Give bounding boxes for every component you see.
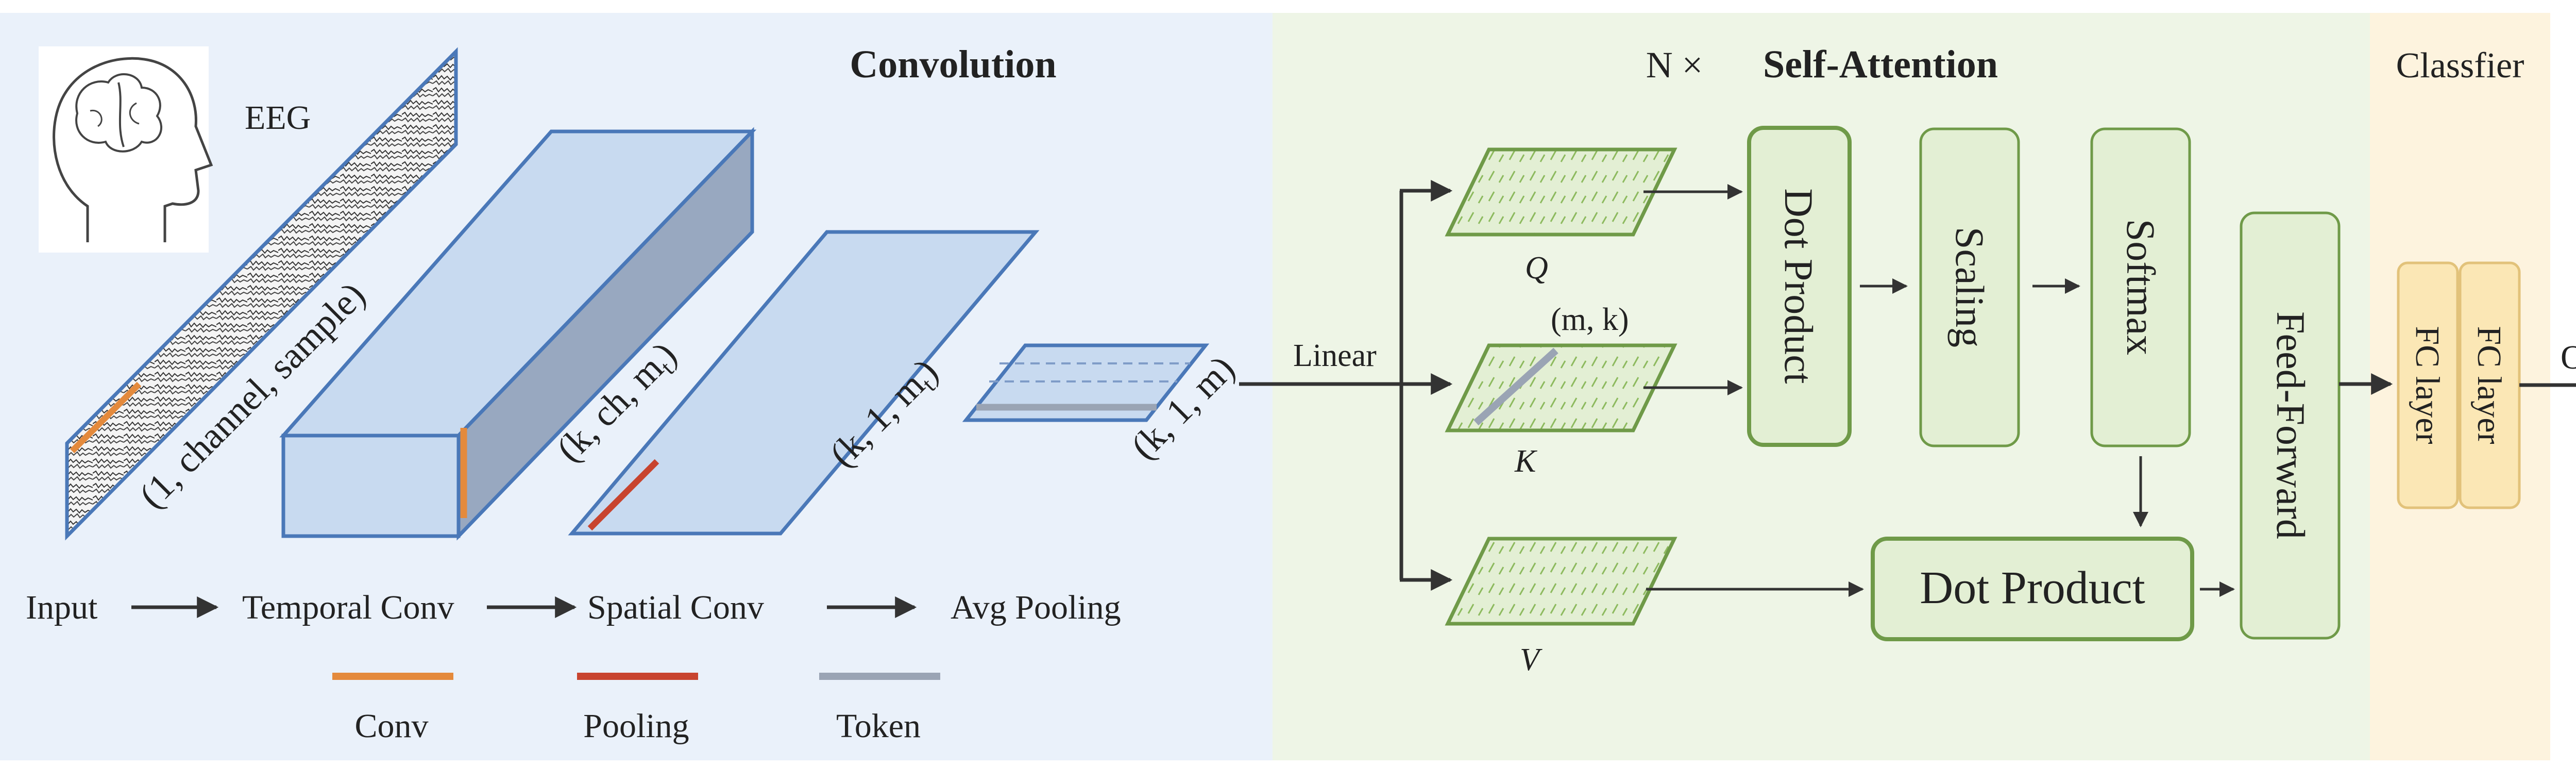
scaling-box (1919, 127, 2020, 447)
conv-kernel-mark (70, 381, 142, 454)
fc-layer-2-label: FC layer (2470, 326, 2508, 444)
k-label: K (1514, 444, 1538, 479)
legend-token-label: Token (836, 707, 921, 745)
pooling-kernel-mark (587, 459, 659, 531)
dot-product-2-box (1871, 537, 2194, 641)
temporal-conv-tensor (279, 127, 757, 541)
convolution-title: Convolution (850, 43, 1056, 86)
pipeline-temporal-label: Temporal Conv (242, 589, 454, 626)
fc-layer-1 (2397, 261, 2459, 509)
scaling-label: Scaling (1947, 227, 1992, 347)
k-shape-label: (m, k) (1551, 302, 1629, 337)
v-matrix (1445, 537, 1677, 626)
pooled-tensor (962, 343, 1210, 422)
classifier-title: Classfier (2396, 46, 2524, 86)
linear-label: Linear (1293, 338, 1377, 373)
attention-title: Self-Attention (1763, 43, 1998, 86)
q-label: Q (1525, 251, 1548, 286)
input-eeg-tensor (65, 47, 458, 541)
feed-forward-label: Feed-Forward (2268, 311, 2313, 539)
dot-product-1-box (1747, 126, 1852, 447)
pipeline-spatial-label: Spatial Conv (587, 589, 764, 626)
v-label: V (1520, 642, 1543, 677)
legend-pooling-label: Pooling (583, 707, 689, 745)
brain-head-icon (39, 46, 213, 253)
k-matrix (1445, 343, 1677, 432)
q-matrix (1445, 147, 1677, 237)
fc-layer-1-label: FC layer (2409, 326, 2446, 444)
k-token-mark (1473, 347, 1558, 426)
eeg-label: EEG (245, 99, 311, 137)
pipeline-pooling-label: Avg Pooling (951, 589, 1121, 626)
dot-product-1-label: Dot Product (1776, 188, 1821, 384)
spatial-conv-tensor (568, 230, 1040, 536)
feed-forward-box (2240, 211, 2341, 640)
attention-repeat-label: N × (1646, 44, 1703, 86)
dot-product-2-label: Dot Product (1920, 562, 2145, 613)
pipeline-input-label: Input (26, 589, 97, 626)
legend-conv-label: Conv (354, 707, 428, 745)
softmax-label: Softmax (2119, 219, 2163, 355)
softmax-box (2090, 127, 2191, 447)
output-label: Ouput (2561, 339, 2576, 376)
